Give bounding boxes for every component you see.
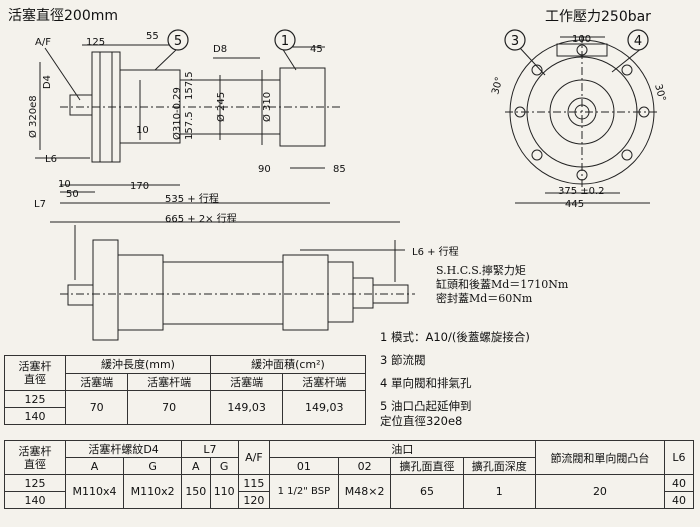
dim-d4: D4: [42, 75, 53, 89]
item-5b: 定位直徑320e8: [380, 414, 463, 428]
t2-af-125: 115: [237, 474, 270, 492]
item-4: 4 單向閥和排氣孔: [380, 376, 472, 390]
dim-50: 50: [66, 189, 79, 200]
t1-h-rod: 活塞杆: [18, 360, 52, 373]
t2-h-l7: L7: [181, 440, 239, 458]
t2-h-01: 01: [268, 457, 339, 475]
item-3: 3 節流閥: [380, 353, 426, 367]
rod-thread-top: [69, 94, 93, 116]
t2-af-140: 120: [237, 491, 270, 509]
left-title: 活塞直徑200mm: [8, 8, 118, 24]
t2-l7-g: 110: [209, 474, 239, 509]
dim-445: 445: [565, 199, 584, 210]
t1-row-125: 125: [4, 390, 66, 408]
cushion-table: 活塞杆 直徑 緩沖長度(mm) 緩沖面積(cm²) 活塞端 活塞杆端 活塞端 活…: [4, 355, 367, 425]
t2-h-a: A: [64, 457, 125, 475]
dim-85: 85: [333, 164, 346, 175]
t2-h-port: 油口: [268, 440, 536, 458]
t1-area-head: 149,03: [209, 390, 284, 425]
dim-100: 100: [572, 34, 591, 45]
dim-320e8: Ø 320e8: [27, 95, 39, 138]
t2-bore: 65: [390, 474, 464, 509]
torque-notes: S.H.C.S.擰緊力矩 缸頭和後蓋Md＝1710Nm 密封蓋Md＝60Nm: [436, 264, 568, 306]
t2-h-bore: 擴孔面直徑: [390, 457, 464, 475]
dim-245: Ø 245: [215, 92, 227, 122]
t2-l6-125: 40: [664, 474, 694, 492]
t2-l7-a: 150: [181, 474, 211, 509]
callout-4: [627, 29, 649, 51]
dim-55: 55: [146, 31, 159, 42]
dim-l6-stroke: L6 + 行程: [412, 245, 459, 258]
item-legend: 1 模式：A10/(後蓋螺旋接合) 3 節流閥 4 單向閥和排氣孔 5 油口凸起…: [380, 330, 530, 429]
t2-row-125: 125: [4, 474, 66, 492]
t2-thread-a: M110x4: [64, 474, 125, 509]
dim-30b: 30°: [652, 83, 667, 103]
callout-3: [504, 29, 526, 51]
t2-h-af: A/F: [237, 440, 270, 475]
t1-len-rod: 70: [127, 390, 211, 425]
t1-h-head: 活塞端: [64, 372, 129, 391]
t1-h-area: 緩沖面積(cm²): [209, 355, 367, 374]
callout-3-label: 3: [511, 34, 519, 49]
t2-row-140: 140: [4, 491, 66, 509]
t1-h-len: 緩沖長度(mm): [65, 355, 211, 374]
port-table: 活塞杆 直徑 活塞杆螺紋D4 L7 A/F 油口 節流閥和單向閥凸台 L6 A …: [4, 440, 694, 509]
dim-375: 375 ±0.2: [558, 186, 605, 197]
t2-h-dia: 直徑: [24, 457, 46, 471]
t2-h-02: 02: [337, 457, 392, 475]
t2-l6-140: 40: [664, 491, 694, 509]
dim-310: Ø 310: [261, 92, 273, 122]
t2-thread-g: M110x2: [123, 474, 183, 509]
t1-h-rodend2: 活塞杆端: [282, 372, 366, 391]
dim-10: 10: [136, 125, 149, 136]
dim-535: 535 + 行程: [165, 192, 219, 205]
t1-len-head: 70: [64, 390, 129, 425]
note-line-2: 缸頭和後蓋Md＝1710Nm: [436, 278, 569, 291]
callout-4-label: 4: [634, 34, 642, 49]
dim-310-029: Ø310-0.29: [171, 87, 183, 140]
t2-port-01: 1 1/2" BSP: [268, 474, 339, 509]
t2-depth: 1: [462, 474, 536, 509]
dim-d8: D8: [213, 44, 227, 55]
dim-45: 45: [310, 44, 323, 55]
t2-h-boss: 節流閥和單向閥凸台: [534, 440, 666, 475]
t2-h-a2: A: [181, 457, 211, 475]
note-line-3: 密封蓋Md＝60Nm: [436, 292, 533, 305]
right-title: 工作壓力250bar: [545, 9, 651, 25]
dim-l6: L6: [45, 154, 57, 165]
dim-157-5a: 157.5: [184, 111, 195, 140]
callout-1-label: 1: [281, 34, 289, 49]
dim-30a: 30°: [490, 76, 505, 96]
t1-row-140: 140: [4, 407, 66, 425]
t1-h-dia: 直徑: [24, 373, 46, 386]
t1-h-rodend: 活塞杆端: [127, 372, 211, 391]
t2-h-g2: G: [209, 457, 239, 475]
t1-h-head2: 活塞端: [209, 372, 284, 391]
t2-h-depth: 擴孔面深度: [462, 457, 536, 475]
dim-157-5b: 157.5: [184, 71, 195, 100]
dim-af: A/F: [35, 37, 51, 48]
dim-90: 90: [258, 164, 271, 175]
dim-665: 665 + 2× 行程: [165, 212, 237, 225]
t2-h-g: G: [123, 457, 183, 475]
dim-l7: L7: [34, 199, 46, 210]
callout-5: [167, 29, 189, 51]
callout-1: [274, 29, 296, 51]
t2-h-thread: 活塞杆螺紋D4: [64, 440, 183, 458]
item-5a: 5 油口凸起延伸到: [380, 399, 472, 413]
item-1: 1 模式：A10/(後蓋螺旋接合): [380, 330, 530, 344]
note-line-1: S.H.C.S.擰緊力矩: [436, 264, 526, 277]
callout-5-label: 5: [174, 34, 182, 49]
t2-boss: 20: [534, 474, 666, 509]
t2-h-l6: L6: [664, 440, 694, 475]
dim-170: 170: [130, 181, 149, 192]
t2-h-rod: 活塞杆: [18, 444, 52, 458]
t1-area-rod: 149,03: [282, 390, 366, 425]
t2-port-02: M48×2: [337, 474, 392, 509]
dim-125: 125: [86, 37, 105, 48]
dim-10b: 10: [58, 179, 71, 190]
